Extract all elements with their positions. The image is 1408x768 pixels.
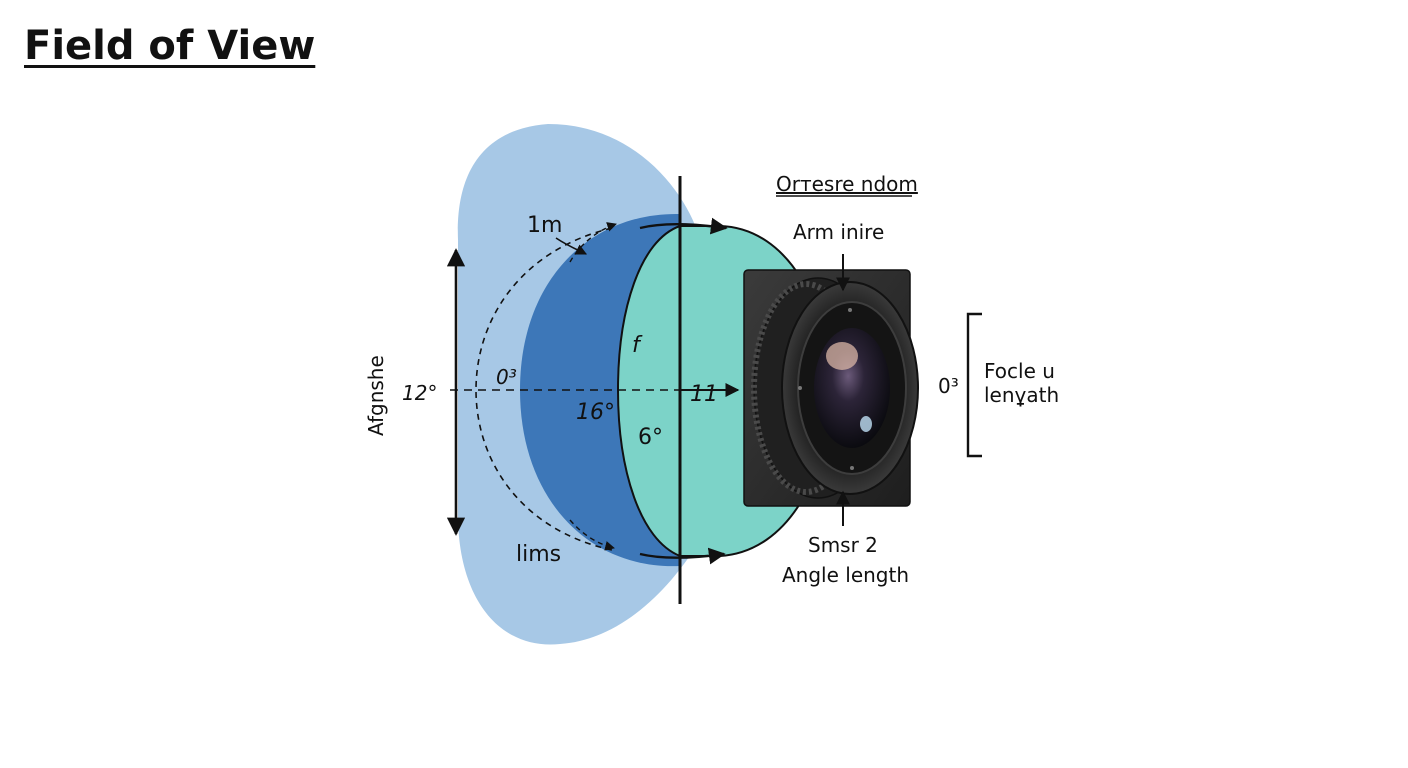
inner-angle-label: 0³ xyxy=(496,365,517,389)
lens-dot-left xyxy=(798,386,802,390)
top-right-heading: Orтesre ndom xyxy=(776,172,918,196)
top-distance-arrow xyxy=(555,237,588,255)
bottom-distance-label: lims xyxy=(516,542,561,567)
left-vertical-label: Afgnshe xyxy=(364,355,388,436)
left-angle-label: 12° xyxy=(402,381,437,405)
lens-dot-top xyxy=(848,308,852,312)
right-bracket-angle: 0³ xyxy=(938,374,959,398)
dashed-arc xyxy=(475,227,613,551)
page-title: Field of View xyxy=(24,23,316,69)
lens-highlight xyxy=(826,342,858,370)
axis-value-label: 11 xyxy=(690,382,718,407)
green-angle-label: 6° xyxy=(638,425,663,450)
right-bracket-line1: Focle u xyxy=(984,359,1055,383)
right-bracket xyxy=(966,312,982,458)
lens-highlight-small xyxy=(860,416,872,432)
top-lens-label: Arm inire xyxy=(793,220,884,244)
top-distance-label: 1m xyxy=(527,213,562,238)
camera xyxy=(743,269,919,507)
center-angle-label: 16° xyxy=(576,400,615,425)
lens-dot-bottom xyxy=(850,466,854,470)
bottom-dashed-arrow xyxy=(569,519,615,551)
top-dashed-arrow xyxy=(569,222,617,263)
right-bracket-line2: lenұath xyxy=(984,383,1059,407)
focal-f-label: f xyxy=(632,333,643,358)
bottom-label-line1: Smsr 2 xyxy=(808,533,878,557)
bottom-label-line2: Angle length xyxy=(782,563,909,587)
